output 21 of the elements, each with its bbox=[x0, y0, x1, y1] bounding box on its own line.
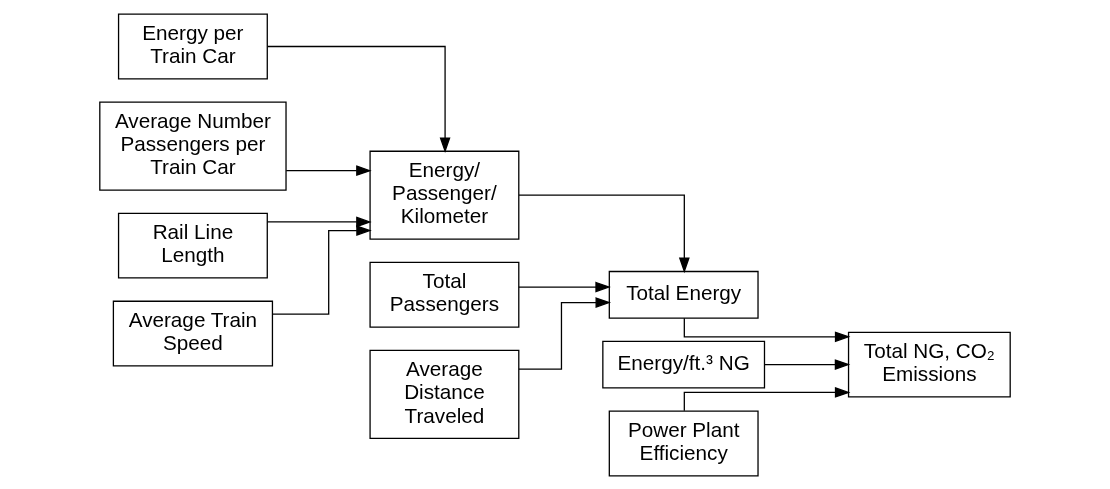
arrow bbox=[266, 216, 372, 227]
node-box: Average Number Passengers per Train Car bbox=[99, 100, 287, 191]
arrow bbox=[518, 281, 611, 292]
node-box: Energy/ft.³ NG bbox=[602, 340, 766, 389]
node-box: Energy/ Passenger/ Kilometer bbox=[369, 150, 520, 240]
arrow bbox=[683, 317, 851, 342]
node-box: Rail Line Length bbox=[117, 212, 268, 279]
node-box: Total NG, CO₂ Emissions bbox=[847, 331, 1011, 398]
node-box: Power Plant Efficiency bbox=[608, 410, 759, 476]
arrow bbox=[285, 164, 372, 176]
arrow bbox=[683, 386, 851, 411]
node-box: Average Train Speed bbox=[112, 300, 274, 367]
arrow bbox=[266, 45, 451, 153]
node-box: Average Distance Traveled bbox=[369, 349, 520, 439]
node-box: Total Energy bbox=[608, 270, 759, 319]
arrow bbox=[518, 296, 612, 370]
arrow bbox=[518, 194, 690, 273]
arrow bbox=[272, 224, 372, 315]
node-box: Energy per Train Car bbox=[117, 13, 268, 79]
arrow bbox=[764, 358, 851, 370]
node-box: Total Passengers bbox=[369, 261, 520, 328]
